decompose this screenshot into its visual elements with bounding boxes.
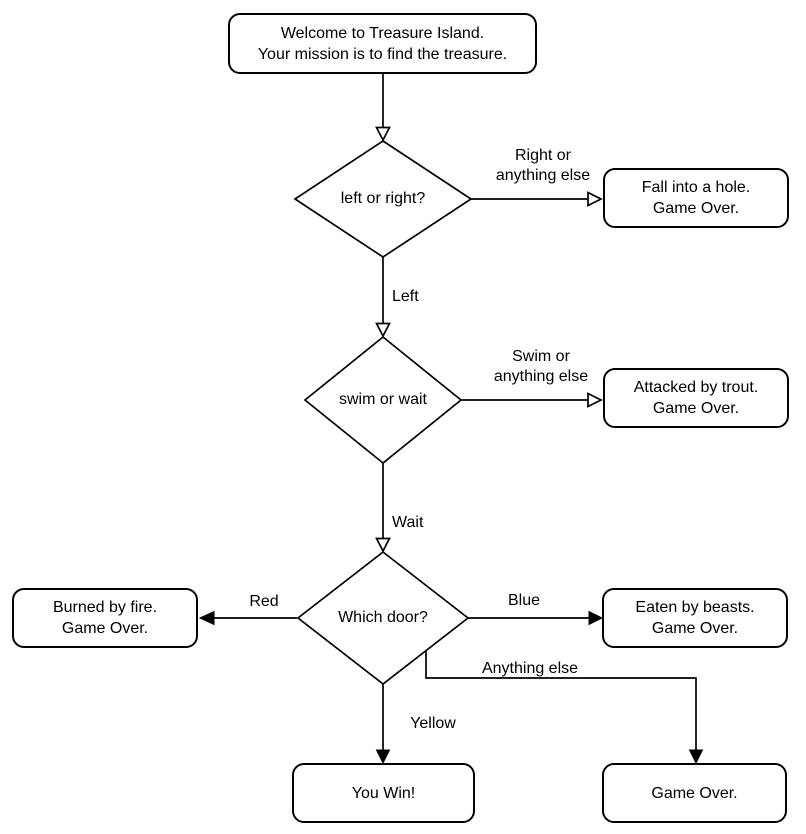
edge-label-anything-else: Anything else: [481, 660, 579, 677]
edge-decision3-to-beasts: [468, 610, 604, 626]
edge-decision3-to-gameover: [425, 651, 704, 765]
open-arrowhead-icon: [375, 537, 391, 553]
edge-label-swim-or-anything-else: Swim or anything else: [493, 348, 589, 385]
edge-label-yellow: Yellow: [410, 715, 456, 732]
open-arrowhead-icon: [375, 126, 391, 142]
open-arrowhead-icon: [587, 191, 603, 207]
decision-label-left-or-right: left or right?: [340, 190, 426, 207]
edge-decision2-to-trout: [461, 392, 603, 408]
node-you-win: You Win!: [292, 763, 475, 823]
open-arrowhead-icon: [587, 392, 603, 408]
filled-arrowhead-icon: [375, 749, 391, 765]
filled-arrowhead-icon: [588, 610, 604, 626]
node-start: Welcome to Treasure Island. Your mission…: [228, 13, 537, 74]
edge-decision1-to-decision2: [375, 257, 391, 338]
decision-label-which-door: Which door?: [338, 609, 428, 626]
edge-label-red: Red: [249, 593, 279, 610]
connector-line: [425, 651, 697, 750]
node-fall-into-hole: Fall into a hole. Game Over.: [603, 168, 789, 228]
node-burned-by-fire: Burned by fire. Game Over.: [12, 588, 198, 648]
edge-decision1-to-fall: [471, 191, 603, 207]
edge-label-left: Left: [392, 288, 419, 305]
filled-arrowhead-icon: [688, 749, 704, 765]
edge-label-right-or-anything-else: Right or anything else: [495, 147, 591, 184]
edge-label-blue: Blue: [507, 592, 541, 609]
edge-start-to-decision1: [375, 74, 391, 142]
filled-arrowhead-icon: [198, 610, 215, 626]
decision-label-swim-or-wait: swim or wait: [338, 391, 427, 408]
edge-label-wait: Wait: [392, 514, 424, 531]
edge-decision2-to-decision3: [375, 463, 391, 553]
edge-decision3-to-win: [375, 684, 391, 765]
open-arrowhead-icon: [375, 322, 391, 338]
node-attacked-by-trout: Attacked by trout. Game Over.: [603, 368, 789, 428]
edge-decision3-to-fire: [198, 610, 297, 626]
node-game-over: Game Over.: [602, 763, 787, 823]
node-eaten-by-beasts: Eaten by beasts. Game Over.: [602, 588, 788, 648]
